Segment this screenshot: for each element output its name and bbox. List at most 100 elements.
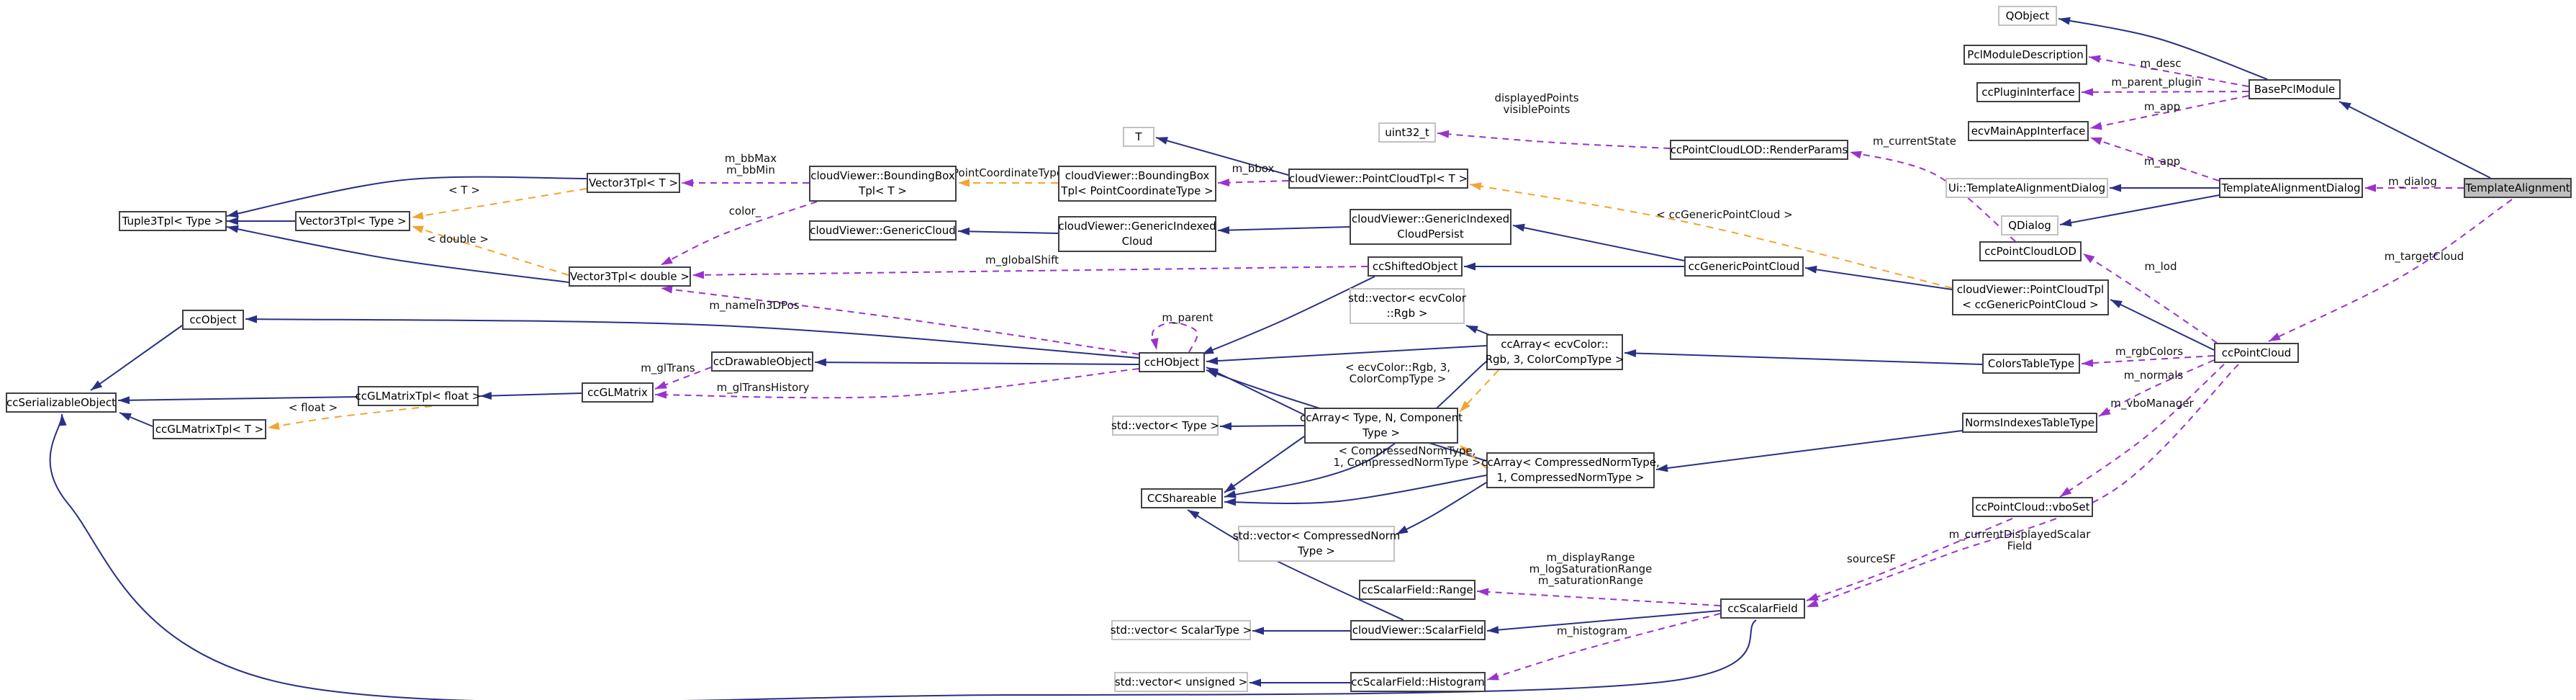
class-node-t[interactable]: T (1123, 127, 1154, 147)
edge-inherit-cchobject-ccobject (245, 318, 1139, 359)
class-node-vector3tpl_type[interactable]: Vector3Tpl< Type > (295, 211, 410, 231)
edge-usage-ccpointcloud-ccscalarfield (1806, 364, 2239, 608)
edge-usage-basepclmodule-pclmoduledescription (2088, 56, 2249, 87)
class-node-normsindexestabletype[interactable]: NormsIndexesTableType (1962, 413, 2097, 433)
class-node-qdialog[interactable]: QDialog (2001, 215, 2058, 235)
edge-inherit-ccobject-ccserializableobject (90, 325, 183, 391)
class-node-ecvmainappinterface[interactable]: ecvMainAppInterface (1968, 121, 2089, 141)
edge-usage-ccpointcloudlod-renderparams (1849, 151, 2016, 242)
class-node-ccgenericpointcloud[interactable]: ccGenericPointCloud (1684, 256, 1804, 277)
class-node-vector_rgb[interactable]: std::vector< ecvColor::Rgb > (1348, 288, 1466, 324)
class-node-label: ccShiftedObject (1372, 259, 1458, 273)
class-node-ccserializableobject[interactable]: ccSerializableObject (6, 392, 117, 413)
class-node-ccscalarfield[interactable]: ccScalarField (1720, 598, 1805, 619)
class-node-label: ccSerializableObject (6, 395, 116, 409)
class-node-label: std::vector< Type > (1111, 418, 1220, 432)
class-node-vector_type[interactable]: std::vector< Type > (1111, 416, 1220, 436)
class-node-ccarray_norm[interactable]: ccArray< CompressedNormType,1, Compresse… (1481, 452, 1660, 488)
edge-inherit-templatealignment-basepclmodule (2338, 101, 2491, 179)
arrowhead-ccpointcloud-ccscalarfield (1807, 599, 1819, 607)
arrowhead-basepclmodule-pclmoduledescription (2089, 55, 2101, 63)
edge-usage-ccpointcloud-ccpointcloudlod (2082, 253, 2218, 344)
class-node-ccglmatrixtpl_tt[interactable]: ccGLMatrixTpl< T > (153, 419, 266, 439)
class-node-pointcloudtpl_gen[interactable]: cloudViewer::PointCloudTpl< ccGenericPoi… (1952, 279, 2109, 315)
class-node-vector_scalartype[interactable]: std::vector< ScalarType > (1110, 620, 1252, 640)
arrowhead-templatealignment-basepclmodule (2339, 102, 2351, 111)
class-node-colorstabletype[interactable]: ColorsTableType (1982, 354, 2080, 374)
arrowhead-templatealignment-ccpointcloud (2269, 333, 2281, 341)
arrowhead-ccglmatrixtpl_tt-ccserializableobject (119, 413, 132, 421)
class-node-uitemplatealignmentdialog[interactable]: Ui::TemplateAlignmentDialog (1945, 178, 2108, 198)
class-node-ccpointcloud[interactable]: ccPointCloud (2214, 343, 2299, 363)
arrowhead-ccglmatrixtpl_float-ccserializableobject (118, 396, 130, 405)
class-node-vector3tpl_double[interactable]: Vector3Tpl< double > (569, 266, 691, 287)
class-node-label: std::vector< unsigned > (1114, 675, 1248, 688)
arrowhead-pointcloudtpl_gen-pointcloudtpl_t (1470, 182, 1482, 191)
class-node-label: ecvMainAppInterface (1971, 124, 2086, 138)
class-node-uint32_t[interactable]: uint32_t (1378, 122, 1436, 143)
arrowhead-vector3tpl_type-tuple3tpl (227, 217, 238, 225)
class-node-label: ccPluginInterface (1981, 85, 2075, 99)
edge-usage-ccpointcloud-normsindexestabletype (2098, 359, 2215, 417)
class-node-ccshareable[interactable]: CCShareable (1141, 488, 1223, 508)
arrowhead-templatealignmentdialog-ecvmainappinterface (2090, 137, 2102, 145)
class-node-label: TemplateAlignmentDialog (2221, 181, 2361, 194)
class-node-cloudviewer_scalarfield[interactable]: cloudViewer::ScalarField (1350, 620, 1486, 640)
arrowhead-vector3tpl_double-tuple3tpl (227, 225, 239, 233)
class-node-ccshiftedobject[interactable]: ccShiftedObject (1368, 256, 1463, 277)
arrowhead-ccscalarfield-ccscalarfield_range (1477, 588, 1489, 596)
arrowhead-ccscalarfield-ccserializableobject (58, 414, 67, 426)
class-node-templatealignment[interactable]: TemplateAlignment (2464, 178, 2572, 198)
arrowhead-ccarray_rgb-ccarray_type (1460, 400, 1470, 412)
arrowhead-ccscalarfield-cloudviewer_scalarfield (1487, 626, 1499, 634)
class-node-qobject[interactable]: QObject (1998, 6, 2057, 26)
class-node-vector_unsigned[interactable]: std::vector< unsigned > (1114, 672, 1248, 692)
class-node-vboset[interactable]: ccPointCloud::vboSet (1972, 497, 2093, 517)
class-node-genericcloud[interactable]: cloudViewer::GenericCloud (809, 220, 957, 241)
class-node-cchobject[interactable]: ccHObject (1139, 352, 1205, 372)
class-node-ccplugininterface[interactable]: ccPluginInterface (1976, 82, 2080, 102)
class-node-ccglmatrix[interactable]: ccGLMatrix (582, 382, 654, 403)
class-node-tuple3tpl[interactable]: Tuple3Tpl< Type > (119, 211, 227, 231)
arrowhead-templatealignmentdialog-qdialog (2060, 218, 2072, 227)
class-node-label: std::vector< ScalarType > (1110, 623, 1252, 637)
arrowhead-pointcloudtpl_t-boundingboxtpl_pct (1218, 179, 1230, 187)
class-node-basepclmodule[interactable]: BasePclModule (2249, 79, 2341, 99)
arrowhead-ccarray_type-vector_type (1220, 422, 1231, 431)
class-node-pointcloudtpl_t[interactable]: cloudViewer::PointCloudTpl< T > (1288, 169, 1468, 189)
arrowhead-renderparams-uint32_t (1437, 130, 1450, 138)
class-node-pclmoduledescription[interactable]: PclModuleDescription (1963, 45, 2087, 65)
arrowhead-ccscalarfield_histogram-vector_unsigned (1249, 678, 1261, 687)
class-node-vector3tpl_t[interactable]: Vector3Tpl< T > (587, 173, 680, 193)
class-node-ccdrawableobject[interactable]: ccDrawableObject (711, 351, 813, 372)
edge-template-ccglmatrixtpl_float-ccglmatrixtpl_tt (267, 405, 433, 428)
arrowhead-genericindexedcloudpersist-genericindexedcloud (1218, 226, 1230, 235)
class-node-label: Vector3Tpl< Type > (299, 214, 407, 228)
edge-inherit-colorstabletype-ccarray_rgb (1624, 352, 1983, 365)
arrowhead-pointcloudtpl_gen-ccgenericpointcloud (1805, 265, 1817, 274)
class-node-ccscalarfield_histogram[interactable]: ccScalarField::Histogram (1350, 672, 1486, 692)
class-node-label: ccObject (189, 313, 237, 326)
class-node-ccarray_rgb[interactable]: ccArray< ecvColor::Rgb, 3, ColorCompType… (1486, 334, 1624, 370)
edge-inherit-ccpointcloud-pointcloudtpl_gen (2110, 299, 2215, 351)
arrowhead-templatealignmentdialog-uitemplatealignmentdialog (2110, 184, 2121, 192)
class-node-ccglmatrixtpl_float[interactable]: ccGLMatrixTpl< float > (356, 386, 481, 406)
class-node-label: NormsIndexesTableType (1965, 416, 2094, 429)
arrowhead-pointcloudtpl_t-t (1156, 137, 1168, 145)
class-node-label: cloudViewer::BoundingBox (810, 169, 955, 182)
class-node-renderparams[interactable]: ccPointCloudLOD::RenderParams (1670, 140, 1848, 160)
arrowhead-boundingboxtpl_pct-boundingboxtpl_t (958, 179, 970, 187)
edge-inherit-ccglmatrix-ccglmatrixtpl_float (479, 392, 582, 397)
class-node-ccobject[interactable]: ccObject (182, 310, 244, 330)
class-node-ccscalarfield_range[interactable]: ccScalarField::Range (1359, 580, 1475, 600)
class-node-templatealignmentdialog[interactable]: TemplateAlignmentDialog (2219, 178, 2363, 198)
arrowhead-ccpointcloud-pointcloudtpl_gen (2110, 300, 2123, 308)
class-node-ccpointcloudlod[interactable]: ccPointCloudLOD (1979, 241, 2082, 261)
